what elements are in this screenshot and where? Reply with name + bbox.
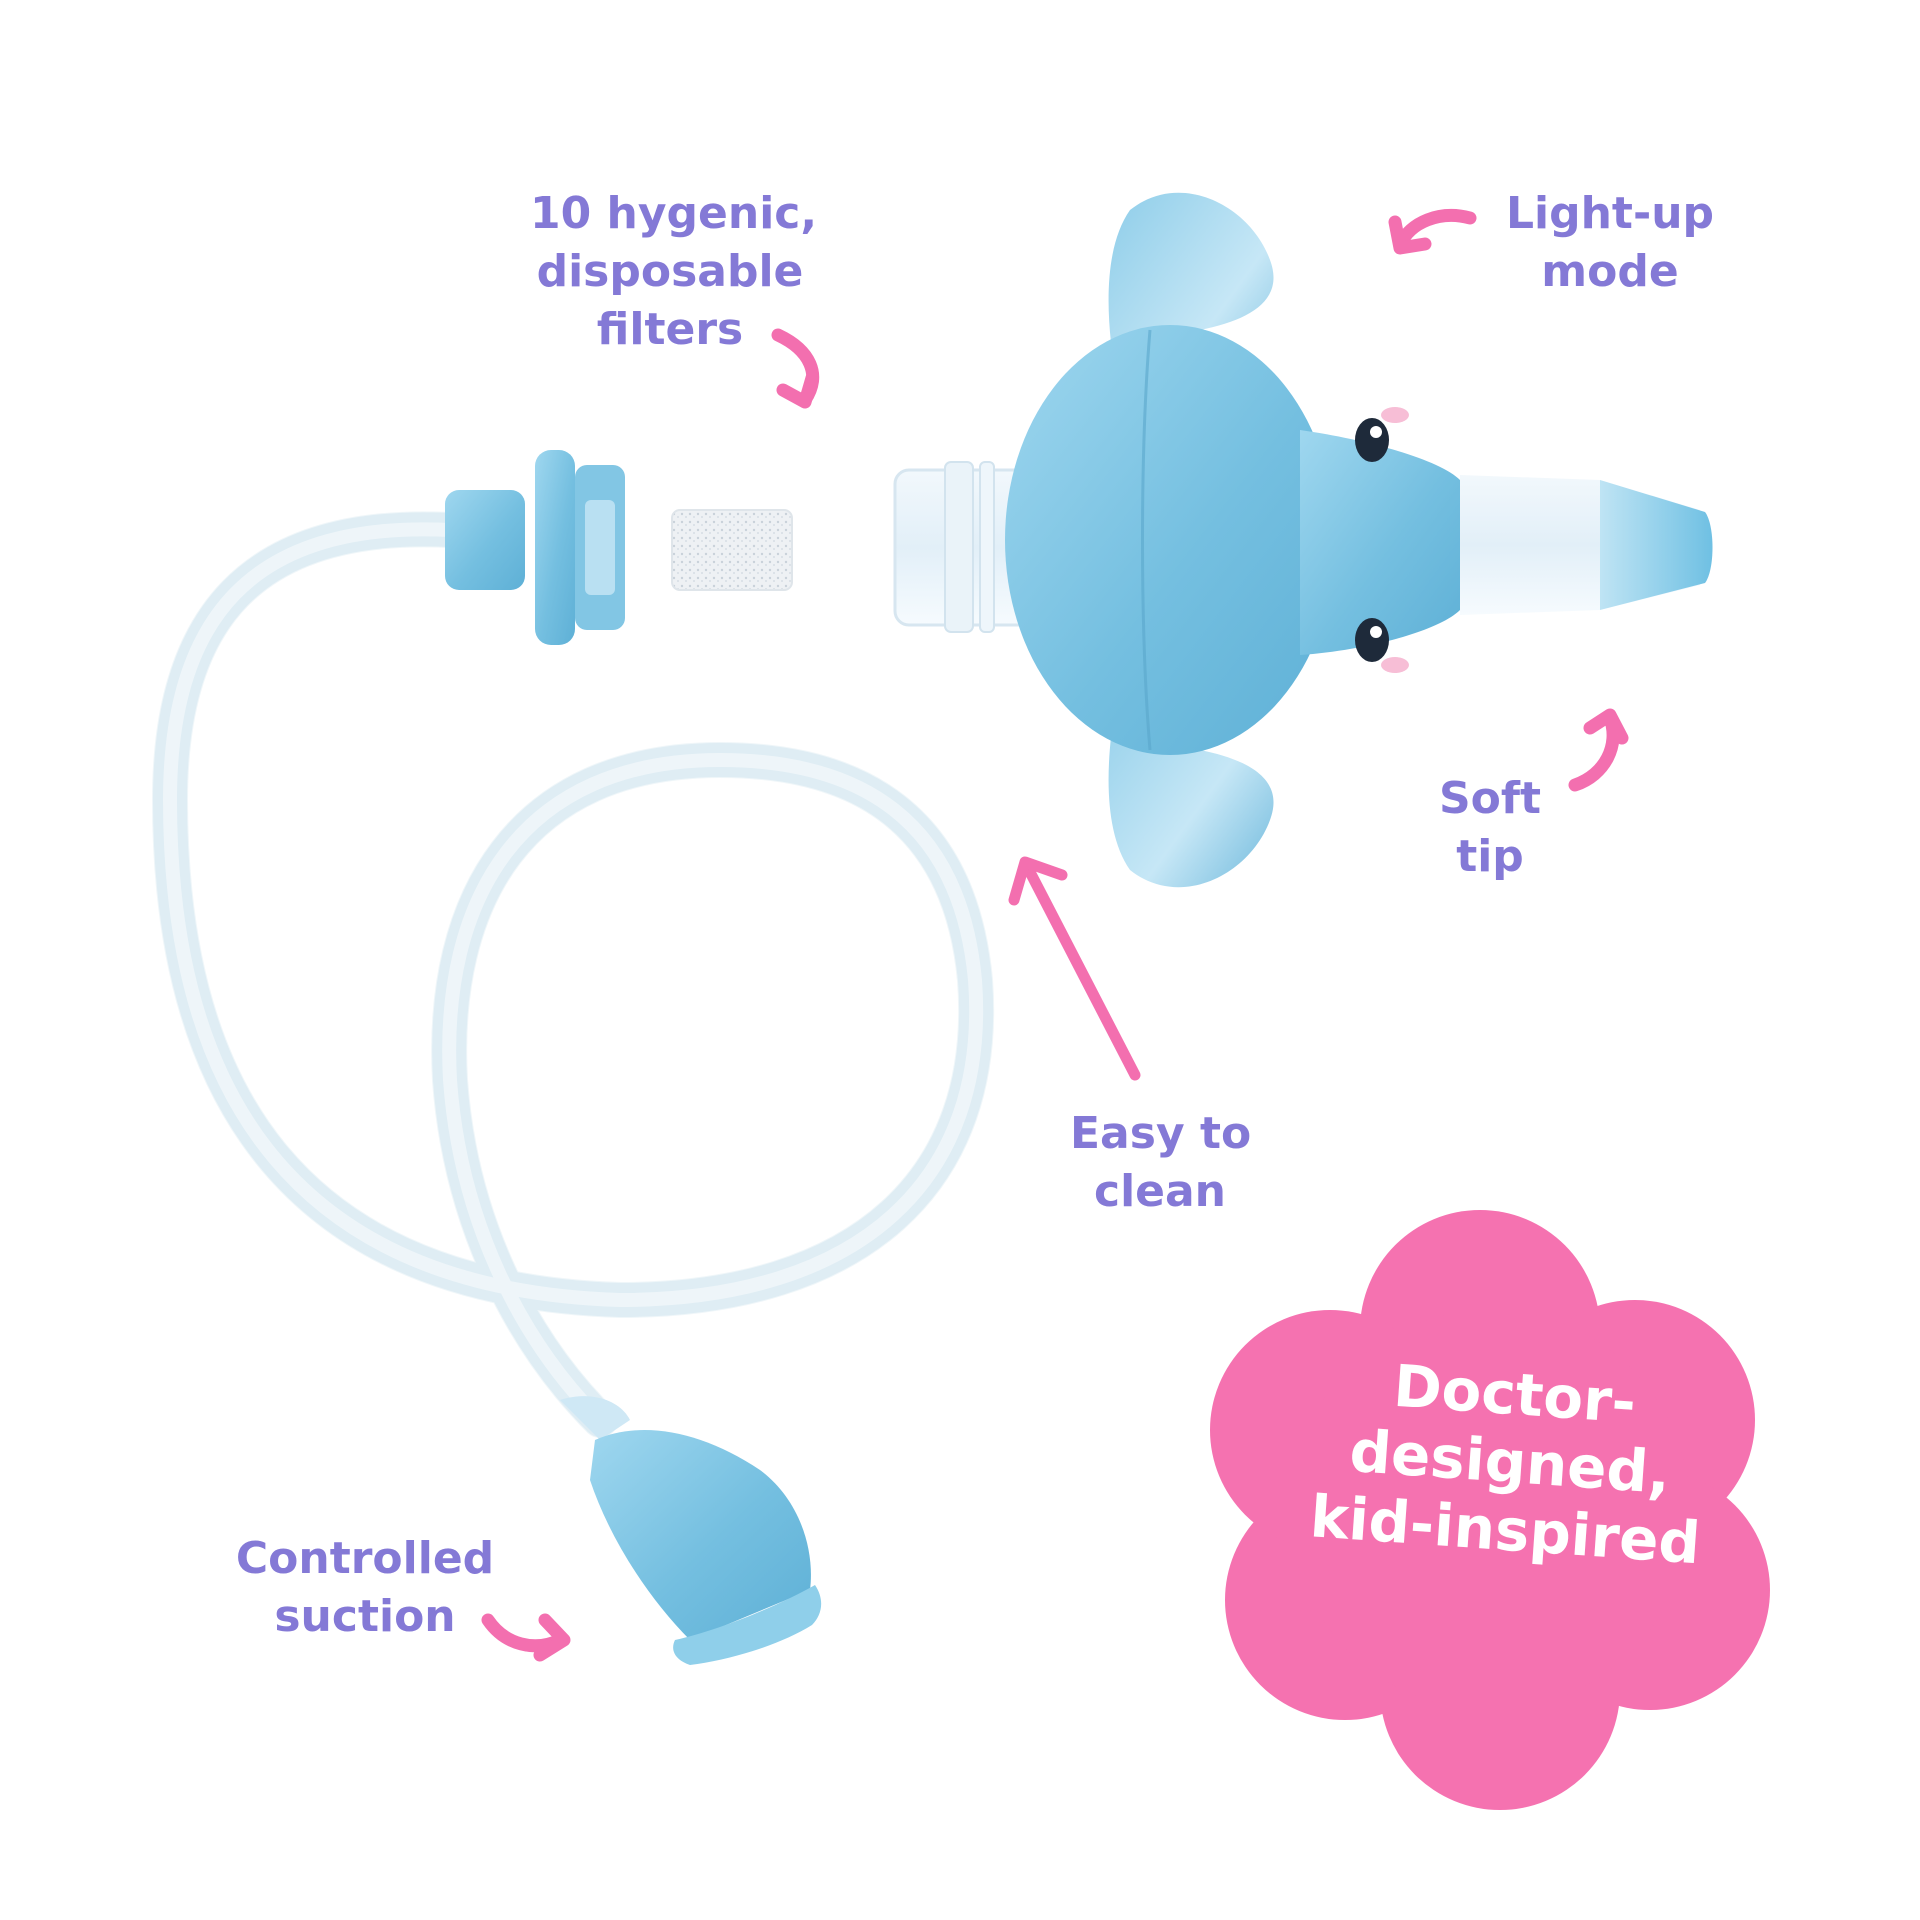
eye-top: [1355, 418, 1389, 462]
label-filters: 10 hygenic, disposable filters: [530, 188, 818, 355]
cheek-top: [1381, 407, 1409, 423]
filter-cylinder: [671, 509, 793, 591]
label-light-up: Light-up mode: [1505, 188, 1715, 297]
eye-bottom: [1355, 618, 1389, 662]
arrow-easyclean-icon: [1008, 856, 1141, 1081]
arrow-lightup-icon: [1388, 209, 1477, 255]
soft-tip-end: [1600, 480, 1713, 610]
label-easy-clean: Easy to clean: [1070, 1108, 1252, 1217]
cheek-bottom: [1381, 657, 1409, 673]
tube-highlight: [162, 522, 984, 1427]
tube-edge: [151, 511, 995, 1438]
arrow-suction-icon: [481, 1613, 571, 1662]
elephant-trunk: [1300, 430, 1460, 655]
elephant-body: [1005, 325, 1335, 755]
elephant-seam: [1141, 329, 1152, 751]
label-suction: Controlled suction: [235, 1533, 495, 1642]
arrow-softtip-icon: [1568, 708, 1629, 792]
badge-flower: [1210, 1210, 1770, 1810]
badge-text: Doctor- designed, kid-inspired: [1308, 1351, 1703, 1578]
suction-bulb: [560, 1396, 822, 1665]
arrow-filters-icon: [771, 328, 820, 409]
tube-connector: [445, 450, 625, 645]
label-soft-tip: Soft tip: [1438, 773, 1542, 882]
